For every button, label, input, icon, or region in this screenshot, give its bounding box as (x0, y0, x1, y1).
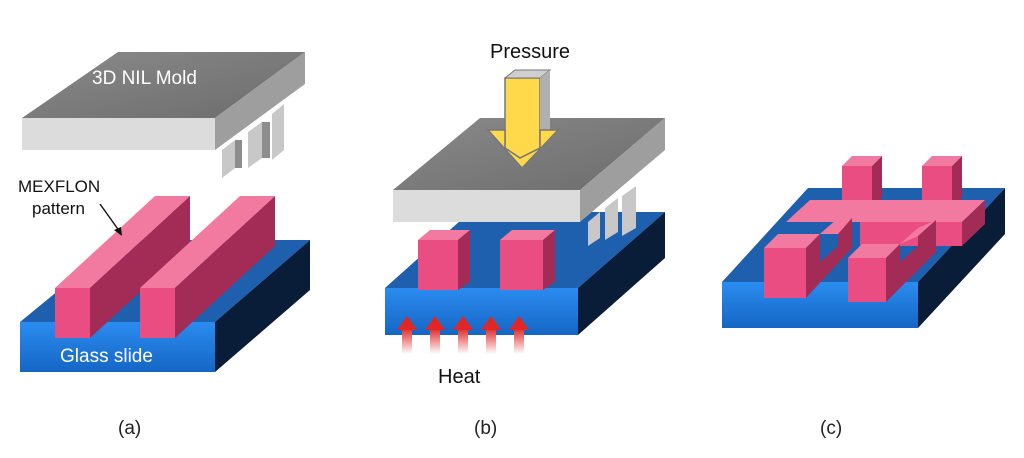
caption-b: (b) (474, 418, 497, 439)
heat-label: Heat (438, 366, 481, 388)
panel-c: (c) (722, 156, 1005, 439)
panel-b: Pressure Heat (b) (385, 41, 665, 439)
panel-a: 3D NIL Mold MEXFLON pattern Glass slide … (18, 52, 310, 439)
mold-label: 3D NIL Mold (92, 68, 197, 89)
caption-a: (a) (118, 418, 141, 439)
mexflon-line-left (55, 196, 190, 338)
glass-slide-label: Glass slide (60, 346, 153, 367)
pattern-pointer-arrow (99, 203, 122, 236)
pattern-block-b-right (500, 230, 555, 290)
heat-arrow (509, 316, 529, 354)
heat-arrows (397, 316, 529, 354)
mexflon-line-right (140, 196, 275, 338)
pressure-arrow (486, 69, 560, 170)
pattern-block-b-left (418, 230, 470, 290)
heat-arrow (425, 316, 445, 354)
imprinted-3d-pattern (764, 156, 985, 302)
nil-mold-a (22, 52, 305, 178)
pressure-label: Pressure (490, 41, 570, 63)
pattern-label-line2: pattern (32, 199, 85, 218)
heat-arrow (481, 316, 501, 354)
heat-arrow (397, 316, 417, 354)
caption-c: (c) (820, 418, 842, 439)
pattern-label-line1: MEXFLON (18, 177, 100, 196)
heat-arrow (453, 316, 473, 354)
